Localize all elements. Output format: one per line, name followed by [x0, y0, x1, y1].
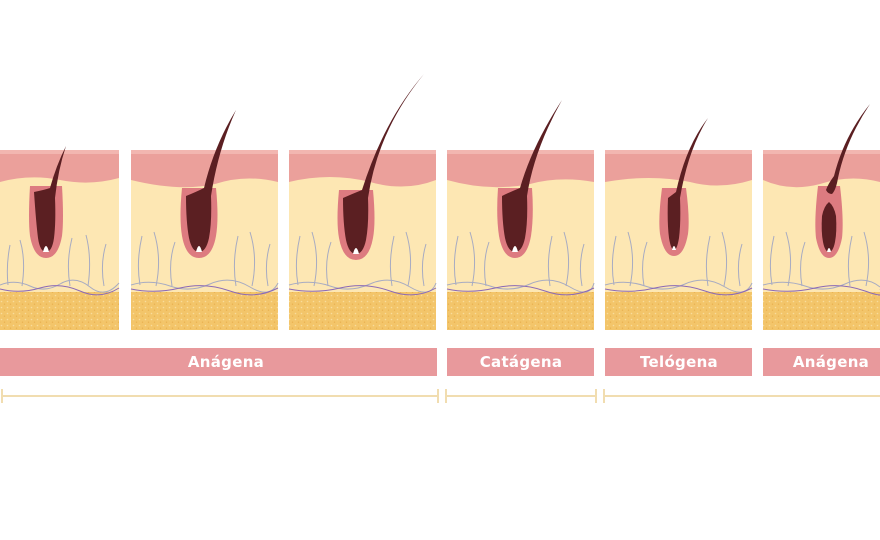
skin-panel-1: [0, 146, 120, 330]
hair-shaft: [34, 146, 66, 252]
blood-vessels: [604, 231, 753, 296]
phase-bar-anagen: Anágena: [0, 348, 437, 376]
phase-label-anagen-restart: Anágena: [793, 353, 869, 371]
timeline-segment-anagen: [1, 389, 439, 403]
phase-label-anagen: Anágena: [188, 353, 264, 371]
dermal-papilla: [353, 248, 359, 254]
phase-label-catagen: Catágena: [480, 353, 563, 371]
blood-vessels: [130, 231, 279, 296]
dermal-papilla: [672, 246, 676, 250]
phase-bar-anagen-restart: Anágena: [763, 348, 880, 376]
skin-panel-4: [446, 100, 595, 330]
blood-vessels: [762, 231, 880, 296]
dermal-papilla: [512, 246, 518, 252]
hair-shaft: [667, 118, 708, 250]
skin-panel-3: [288, 74, 437, 330]
old-hair-shaft: [826, 104, 870, 194]
hair-shaft: [343, 74, 424, 254]
blood-vessels: [0, 234, 120, 296]
dermal-papilla: [827, 248, 831, 252]
phase-label-telogen: Telógena: [640, 353, 718, 371]
skin-panel-6: [762, 104, 880, 330]
hair-shaft: [186, 110, 236, 252]
phase-bar-telogen: Telógena: [605, 348, 752, 376]
phase-bar-catagen: Catágena: [447, 348, 594, 376]
dermal-papilla: [43, 246, 49, 252]
skin-panel-5: [604, 118, 753, 330]
hair-shaft: [502, 100, 562, 252]
blood-vessels: [446, 231, 595, 296]
timeline-segment-telogen: [603, 389, 880, 403]
timeline-segment-catagen: [445, 389, 597, 403]
hair-shaft: [821, 202, 837, 252]
skin-panel-2: [130, 110, 279, 330]
blood-vessels: [288, 231, 437, 296]
dermal-papilla: [196, 246, 202, 252]
timeline: [1, 389, 880, 403]
